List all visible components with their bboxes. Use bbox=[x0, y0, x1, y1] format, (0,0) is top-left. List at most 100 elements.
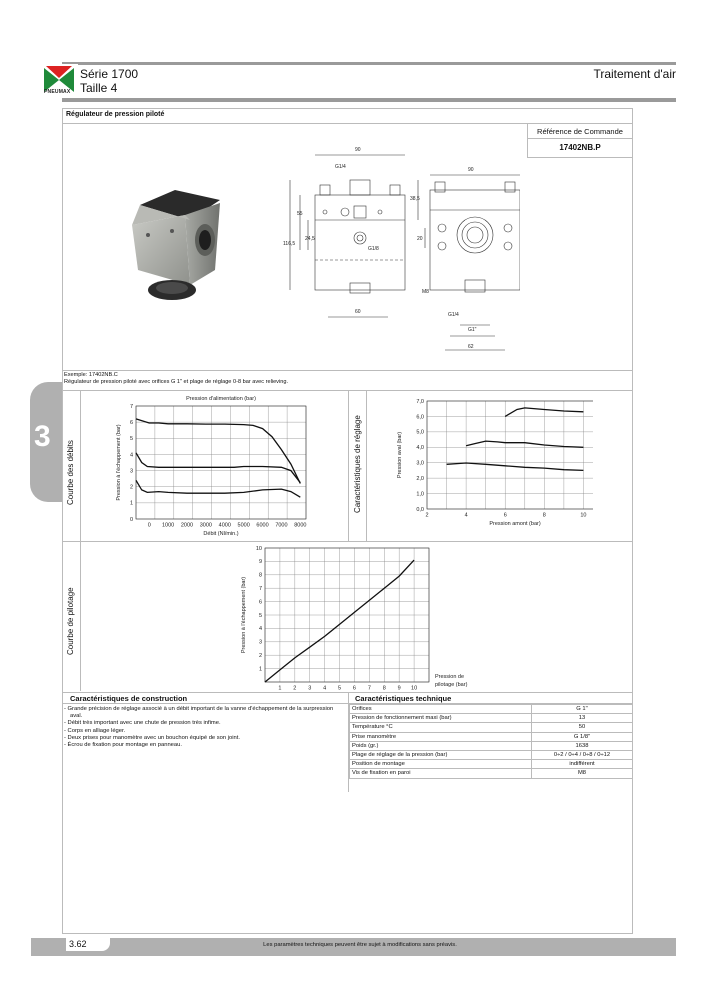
x-tick-label: 9 bbox=[398, 686, 401, 692]
y-tick-label: 3,0 bbox=[416, 461, 424, 467]
y-tick-label: 8 bbox=[259, 573, 262, 579]
dim-label: G1/4 bbox=[448, 312, 459, 318]
x-tick-label: 7000 bbox=[275, 523, 287, 529]
footer-bar bbox=[31, 938, 676, 956]
plot-frame bbox=[135, 405, 307, 520]
divider bbox=[62, 370, 633, 371]
plot-frame bbox=[264, 547, 430, 683]
series-line bbox=[504, 407, 584, 417]
x-axis-label: pilotage (bar) bbox=[435, 682, 468, 688]
x-tick-label: 2 bbox=[293, 686, 296, 692]
series-line bbox=[446, 462, 584, 472]
table-row: Plage de réglage de la pression (bar)0÷2… bbox=[349, 749, 633, 761]
x-tick-label: 4000 bbox=[219, 523, 231, 529]
dim-label: 116,5 bbox=[283, 241, 295, 247]
x-tick-label: 8000 bbox=[294, 523, 306, 529]
series-line bbox=[135, 418, 301, 484]
list-item: - Grande précision de réglage associé à … bbox=[64, 706, 334, 720]
x-tick-label: 4 bbox=[323, 686, 326, 692]
y-axis-label: Pression aval (bar) bbox=[397, 432, 403, 478]
series-label: Série 1700 bbox=[80, 67, 139, 81]
example-text: Exemple: 17402NB.C Régulateur de pressio… bbox=[64, 372, 288, 386]
x-tick-label: 8 bbox=[543, 513, 546, 519]
construction-title: Caractéristiques de construction bbox=[70, 694, 188, 703]
flow-curve-label: Courbe des débits bbox=[66, 440, 75, 505]
technical-title: Caractéristiques technique bbox=[355, 694, 452, 703]
y-tick-label: 7,0 bbox=[416, 399, 424, 405]
construction-item: Corps en alliage léger. bbox=[67, 727, 126, 734]
dim-label: 55 bbox=[297, 211, 303, 217]
spec-name: Prise manomètre bbox=[349, 731, 532, 742]
y-tick-label: 4,0 bbox=[416, 445, 424, 451]
dim-label: 62 bbox=[468, 344, 474, 350]
dim-label: M8 bbox=[422, 289, 429, 295]
y-tick-label: 5 bbox=[130, 436, 133, 442]
x-tick-label: 5000 bbox=[238, 523, 250, 529]
y-tick-label: 0,0 bbox=[416, 507, 424, 513]
x-tick-label: 5 bbox=[338, 686, 341, 692]
chart-title: Pression d'alimentation (bar) bbox=[186, 396, 256, 402]
divider bbox=[80, 541, 81, 691]
y-tick-label: 1 bbox=[130, 501, 133, 507]
size-label: Taille 4 bbox=[80, 81, 118, 95]
table-row: Pression de fonctionnement maxi (bar)13 bbox=[349, 713, 633, 724]
y-tick-label: 4 bbox=[259, 626, 262, 632]
divider bbox=[80, 390, 81, 541]
x-axis-label: Pression amont (bar) bbox=[489, 521, 541, 527]
construction-item: Grande précision de réglage associé à un… bbox=[67, 706, 334, 720]
header-rule bbox=[62, 62, 676, 65]
plot-frame bbox=[426, 400, 593, 510]
table-row: Poids (gr.)1638 bbox=[349, 740, 633, 751]
x-tick-label: 6 bbox=[353, 686, 356, 692]
order-reference-box bbox=[527, 124, 633, 158]
list-item: - Débit très important avec une chute de… bbox=[64, 720, 221, 727]
series-line bbox=[264, 559, 415, 683]
x-tick-label: 2 bbox=[425, 513, 428, 519]
divider bbox=[62, 541, 633, 542]
dim-label: 20 bbox=[417, 236, 423, 242]
product-photo bbox=[132, 190, 220, 300]
x-tick-label: 3000 bbox=[200, 523, 212, 529]
dim-label: 24,5 bbox=[305, 236, 315, 242]
x-tick-label: 10 bbox=[580, 513, 586, 519]
logo-text: PNEUMAX bbox=[44, 89, 71, 95]
pilot-curve-label: Courbe de pilotage bbox=[66, 587, 75, 655]
y-tick-label: 9 bbox=[259, 559, 262, 565]
series-line bbox=[135, 479, 301, 498]
y-tick-label: 2 bbox=[259, 653, 262, 659]
spec-name: Plage de réglage de la pression (bar) bbox=[349, 749, 532, 761]
product-sheet-frame bbox=[62, 108, 633, 934]
series-line bbox=[135, 452, 301, 484]
y-tick-label: 2 bbox=[130, 485, 133, 491]
x-tick-label: 6000 bbox=[256, 523, 268, 529]
y-tick-label: 0 bbox=[130, 517, 133, 523]
y-tick-label: 3 bbox=[259, 640, 262, 646]
list-item: - Écrou de fixation pour montage en pann… bbox=[64, 742, 182, 749]
dim-label: 38,5 bbox=[410, 196, 420, 202]
dim-label: G1" bbox=[468, 327, 477, 333]
y-tick-label: 4 bbox=[130, 452, 133, 458]
y-tick-label: 7 bbox=[130, 404, 133, 410]
spec-name: Orifices bbox=[349, 703, 532, 715]
order-reference-value: 17402NB.P bbox=[559, 143, 601, 152]
spec-name: Température °C bbox=[349, 722, 532, 733]
spec-value: 1638 bbox=[531, 740, 633, 751]
dim-label: 90 bbox=[468, 167, 474, 173]
y-axis-label: Pression à l'échappement (bar) bbox=[241, 577, 247, 653]
pneumax-logo bbox=[40, 64, 78, 96]
construction-list: - Grande précision de réglage associé à … bbox=[64, 706, 344, 749]
list-item: - Deux prises pour manomètre avec un bou… bbox=[64, 734, 240, 741]
divider bbox=[527, 138, 633, 139]
y-tick-label: 6 bbox=[130, 420, 133, 426]
section-number: 3 bbox=[34, 420, 51, 453]
x-tick-label: 3 bbox=[308, 686, 311, 692]
drawing-dimensions: 90 G1/4 90 55 24,5 116,5 38,5 G1/8 20 M8… bbox=[283, 147, 477, 350]
x-tick-label: 6 bbox=[504, 513, 507, 519]
construction-item: Débit très important avec une chute de p… bbox=[67, 720, 221, 727]
spec-name: Pression de fonctionnement maxi (bar) bbox=[349, 713, 532, 724]
